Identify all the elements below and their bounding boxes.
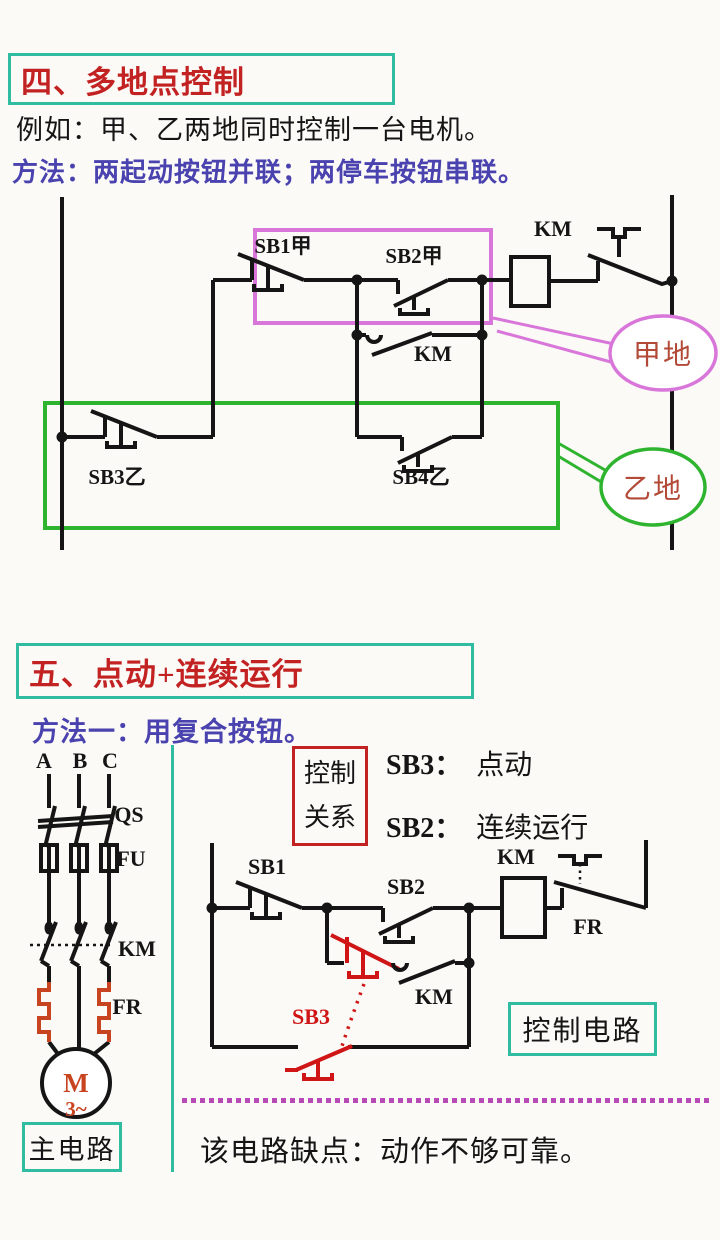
main-power-circuit: M 3~ A B C QS FU KM FR [30,748,156,1121]
sb1a-stop-button [237,252,305,292]
sb1a-label: SB1甲 [254,234,311,258]
motor-symbol: M 3~ [40,1047,112,1121]
main-circuit-caption: 主电路 [28,1134,116,1165]
control-relation-line1: 控制 [303,759,356,788]
drawback-note: 该电路缺点：动作不够可靠。 [200,1136,591,1168]
section1-example-text: 例如：甲、乙两地同时控制一台电机。 [16,115,492,145]
phase-b-label: B [73,748,88,773]
km-main-contacts [30,921,118,962]
sb3-nc-contact [330,933,400,979]
control-circuit-caption-box: 控制电路 [508,1002,657,1056]
sb2-relation-text: SB2： 连续运行 [386,806,588,846]
sb1-stop-button [235,880,303,920]
multi-location-control-circuit: 甲地 乙地 SB1甲 SB2甲 KM KM SB3乙 SB4乙 [43,195,718,550]
km-main-label: KM [118,936,156,961]
sb2a-start-button [393,278,449,316]
sb4b-label: SB4乙 [392,465,449,489]
sb2-relation-value: 连续运行 [476,813,589,844]
sb1-label: SB1 [248,854,286,879]
sb2-label: SB2 [387,874,425,899]
section1-method-text: 方法：两起动按钮并联；两停车按钮串联。 [12,158,526,187]
fu-fuses [39,843,119,873]
sb2-relation-label: SB2： [386,813,463,844]
place-b-label: 乙地 [623,473,683,505]
junction-dots-1 [56,274,678,443]
sb3-relation-label: SB3： [386,750,463,781]
fr-contact-1 [587,227,673,287]
phase-c-label: C [102,748,118,773]
sb3-relation-value: 点动 [476,750,533,781]
fr-heater-elements [37,982,111,1042]
section2-title: 五、点动+连续运行 [29,656,304,692]
sb3b-stop-button [90,409,158,449]
sb3-no-contact [285,1044,353,1081]
control-wires [210,840,648,1049]
place-b-callout-pointer [557,441,606,485]
fr-2-label: FR [573,914,603,939]
control-relation-line2: 关系 [303,803,356,832]
km-aux-contact-2 [391,959,456,985]
dotted-separator [182,1098,712,1103]
control-circuit-caption: 控制电路 [522,1016,643,1047]
control-circuit: SB1 SB2 KM FR KM SB3 [206,840,648,1081]
sb3b-label: SB3乙 [88,465,145,489]
sb3-relation-text: SB3： 点动 [386,743,532,783]
sb2a-label: SB2甲 [385,244,442,268]
sb4b-start-button [397,435,453,473]
circuit-divider-line [171,745,174,1172]
control-relation-box: 控制 关系 [292,746,368,846]
top-row-wire [213,278,598,283]
sb3-label: SB3 [292,1004,330,1029]
km-coil-2-label: KM [497,844,535,869]
place-a-highlight-box [253,228,493,325]
circuit1-wires [60,195,674,550]
section1-title: 四、多地点控制 [21,64,245,100]
parallel-branch-wires [355,280,484,437]
km-coil-1-label: KM [534,216,572,241]
place-b-highlight-box [43,401,560,530]
qs-switch [37,805,117,849]
place-a-callout [608,314,718,392]
km-coil-2 [500,876,547,939]
stop-series-wire [62,280,215,439]
section1-title-box: 四、多地点控制 [8,53,395,105]
km-aux-1-label: KM [414,341,452,366]
place-b-callout [599,447,707,527]
fr-main-label: FR [112,994,142,1019]
phase-a-label: A [36,748,52,773]
motor-phase-label: 3~ [65,1097,87,1121]
section2-method-text: 方法一：用复合按钮。 [32,717,312,747]
phase-wires [39,774,111,1056]
sb3-mechanical-linkage [340,983,366,1047]
km-aux-2-label: KM [415,984,453,1009]
fu-label: FU [116,846,145,871]
motor-letter: M [63,1068,88,1098]
place-a-label: 甲地 [633,339,693,371]
km-aux-contact-1 [365,331,433,357]
qs-label: QS [114,802,143,827]
fr-contact-2 [553,854,647,910]
main-circuit-caption-box: 主电路 [22,1122,122,1172]
section2-title-box: 五、点动+连续运行 [16,643,474,699]
sb2-start-button [378,906,434,944]
place-a-callout-pointer [492,316,615,364]
km-coil-1 [509,255,551,308]
junction-dots-2 [206,902,475,969]
